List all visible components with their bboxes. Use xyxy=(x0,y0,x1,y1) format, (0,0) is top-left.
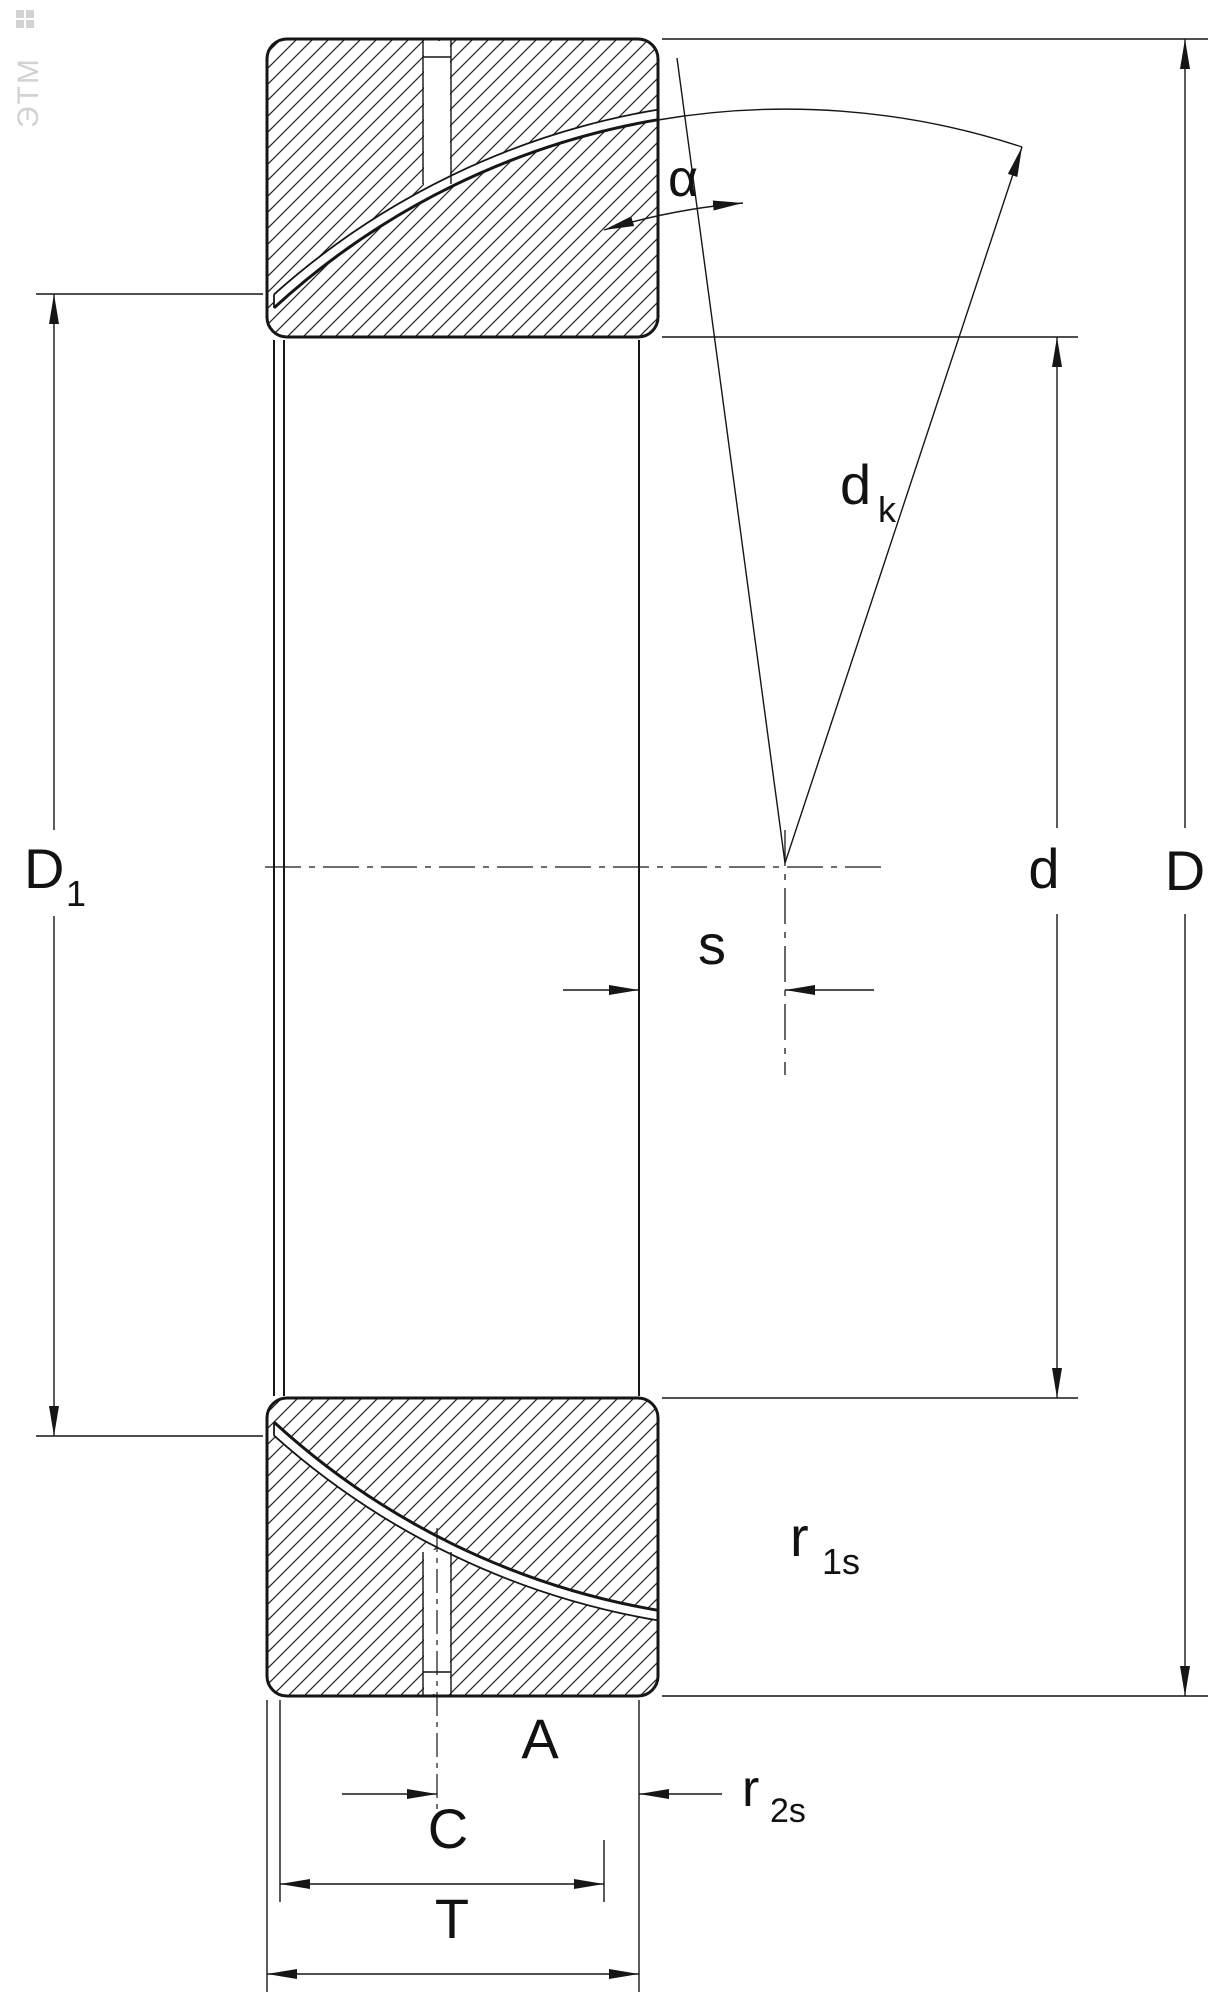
bore-lines xyxy=(273,340,640,1396)
label-A: A xyxy=(521,1707,559,1770)
bottom-sphere-arc-inner xyxy=(272,1420,659,1612)
dim-C xyxy=(279,1700,605,1902)
top-sphere-arc-outer xyxy=(273,108,659,296)
dim-A xyxy=(342,1528,722,1812)
label-dk-base: d xyxy=(840,453,871,516)
bottom-ring-section xyxy=(267,1398,658,1696)
dim-D xyxy=(662,38,1208,1697)
watermark-grid-icon xyxy=(16,10,34,28)
construction-lines xyxy=(603,57,1023,864)
sphere-outline-arc xyxy=(657,108,1023,148)
top-lubrication-hole xyxy=(424,41,450,189)
label-r1s-sub: 1s xyxy=(822,1541,860,1582)
label-alpha: α xyxy=(668,150,698,208)
label-d: d xyxy=(1028,837,1059,900)
dim-D1 xyxy=(36,293,263,1437)
label-T: T xyxy=(435,1887,469,1950)
watermark-text: ЭТМ xyxy=(12,57,45,128)
watermark: ЭТМ xyxy=(12,10,45,128)
label-dk-sub: k xyxy=(878,489,897,530)
label-D1-base: D xyxy=(24,837,64,900)
dim-T xyxy=(266,1700,640,1992)
label-s: s xyxy=(698,913,726,976)
alpha-dimension-arc xyxy=(603,200,744,231)
dim-d xyxy=(662,336,1078,1399)
ring-sections xyxy=(265,37,660,1698)
label-D1-sub: 1 xyxy=(66,873,86,914)
top-sphere-arc-inner xyxy=(272,118,659,310)
label-r1s-base: r xyxy=(790,1505,809,1568)
sphere-radius-line xyxy=(784,146,1023,864)
bottom-sphere-arc-outer xyxy=(273,1434,659,1622)
alpha-angle-line xyxy=(676,57,786,864)
top-ring-section xyxy=(267,39,658,337)
label-D: D xyxy=(1165,839,1205,902)
label-r2s-sub: 2s xyxy=(770,1792,806,1830)
label-C: C xyxy=(428,1797,468,1860)
lubrication-hole-edges xyxy=(422,40,452,1695)
label-r2s-base: r xyxy=(742,1760,759,1818)
